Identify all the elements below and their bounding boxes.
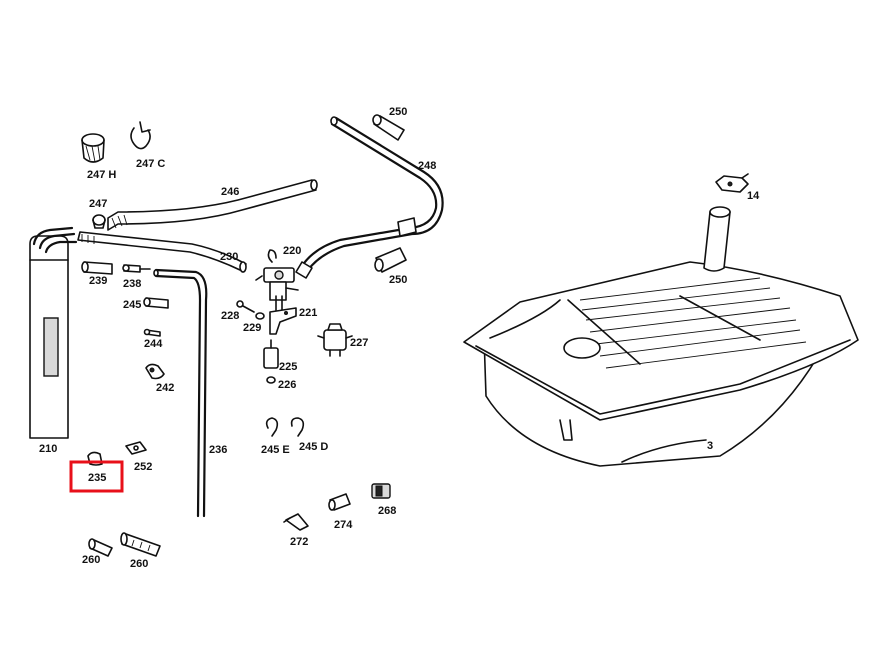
label-220: 220 (283, 245, 301, 257)
label-247C: 247 C (136, 158, 165, 170)
part-250-sleeve-top[interactable] (372, 114, 405, 141)
part-229-washer[interactable] (255, 312, 265, 320)
part-227-valve[interactable] (317, 323, 353, 357)
part-247C-clip[interactable] (130, 121, 151, 150)
label-247: 247 (89, 198, 107, 210)
label-260a: 260 (82, 554, 100, 566)
part-244-pin[interactable] (143, 328, 161, 337)
label-226: 226 (278, 379, 296, 391)
part-239-sleeve[interactable] (81, 261, 113, 275)
part-3-fuel-tank[interactable] (463, 206, 859, 467)
part-226-washer[interactable] (266, 376, 276, 384)
part-268-block[interactable] (371, 483, 391, 499)
part-228-screw[interactable] (236, 300, 255, 313)
label-250a: 250 (389, 106, 407, 118)
highlight-box-235 (69, 460, 124, 493)
label-227: 227 (350, 337, 368, 349)
label-14: 14 (747, 190, 760, 202)
part-248-pipe[interactable] (295, 116, 444, 279)
label-245: 245 (123, 299, 141, 311)
label-274: 274 (334, 519, 353, 531)
part-245E-clip[interactable] (265, 417, 279, 437)
label-221: 221 (299, 307, 317, 319)
part-230-hose[interactable] (77, 231, 247, 273)
part-242-clip[interactable] (145, 363, 165, 380)
part-210-sender-tube[interactable] (29, 226, 78, 439)
part-245-sleeve[interactable] (143, 297, 169, 309)
label-272: 272 (290, 536, 308, 548)
label-210: 210 (39, 443, 57, 455)
label-235: 235 (88, 472, 106, 484)
label-242: 242 (156, 382, 174, 394)
part-272-bracket[interactable] (283, 513, 309, 531)
part-247-clamp[interactable] (92, 214, 106, 229)
part-260-sleeve-small[interactable] (88, 538, 113, 557)
label-236: 236 (209, 444, 227, 456)
label-228: 228 (221, 310, 239, 322)
part-236-pipe[interactable] (153, 268, 208, 518)
label-244: 244 (144, 338, 163, 350)
label-3: 3 (707, 440, 713, 452)
label-250b: 250 (389, 274, 407, 286)
part-238-bolt[interactable] (122, 264, 151, 273)
label-268: 268 (378, 505, 396, 517)
label-225: 225 (279, 361, 297, 373)
label-248: 248 (418, 160, 436, 172)
label-260b: 260 (130, 558, 148, 570)
part-252-grommet[interactable] (125, 441, 147, 455)
label-229: 229 (243, 322, 261, 334)
part-247H-clamp[interactable] (81, 133, 105, 163)
part-221-bracket[interactable] (269, 307, 297, 335)
part-220-fuel-pump[interactable] (255, 249, 299, 311)
label-239: 239 (89, 275, 107, 287)
part-14-clip[interactable] (715, 173, 749, 193)
label-247H: 247 H (87, 169, 116, 181)
label-252: 252 (134, 461, 152, 473)
part-246-hose[interactable] (107, 179, 318, 231)
label-246: 246 (221, 186, 239, 198)
label-245D: 245 D (299, 441, 328, 453)
label-245E: 245 E (261, 444, 290, 456)
label-238: 238 (123, 278, 141, 290)
part-225-filter[interactable] (263, 339, 279, 369)
part-274-sleeve[interactable] (328, 493, 351, 511)
part-260-sleeve-large[interactable] (120, 532, 161, 557)
part-245D-clip[interactable] (290, 417, 305, 437)
label-230: 230 (220, 251, 238, 263)
part-250-sleeve-bottom[interactable] (374, 247, 407, 273)
